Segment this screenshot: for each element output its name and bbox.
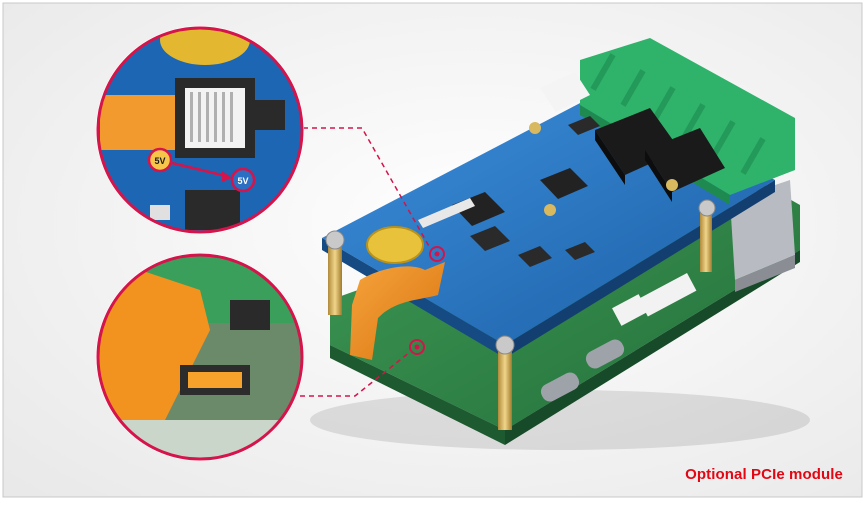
marker-5v-left: 5V: [154, 156, 165, 166]
board-stack: [310, 38, 810, 450]
relays: [595, 108, 725, 202]
board-marker-ribbon: [409, 339, 425, 355]
optional-pcie-caption: Optional PCIe module: [685, 466, 843, 483]
standoffs: [325, 122, 716, 430]
flex-cable: [350, 262, 445, 360]
connector-5v-callout: 5V 5V: [96, 26, 304, 234]
gold-logo-pad: [366, 226, 424, 264]
marker-5v-right: 5V: [237, 176, 248, 186]
leader-line-bottom: [300, 351, 411, 397]
board-marker-connector: [429, 246, 445, 262]
leader-line-top: [303, 127, 431, 249]
ribbon-cable-callout: [96, 253, 304, 461]
